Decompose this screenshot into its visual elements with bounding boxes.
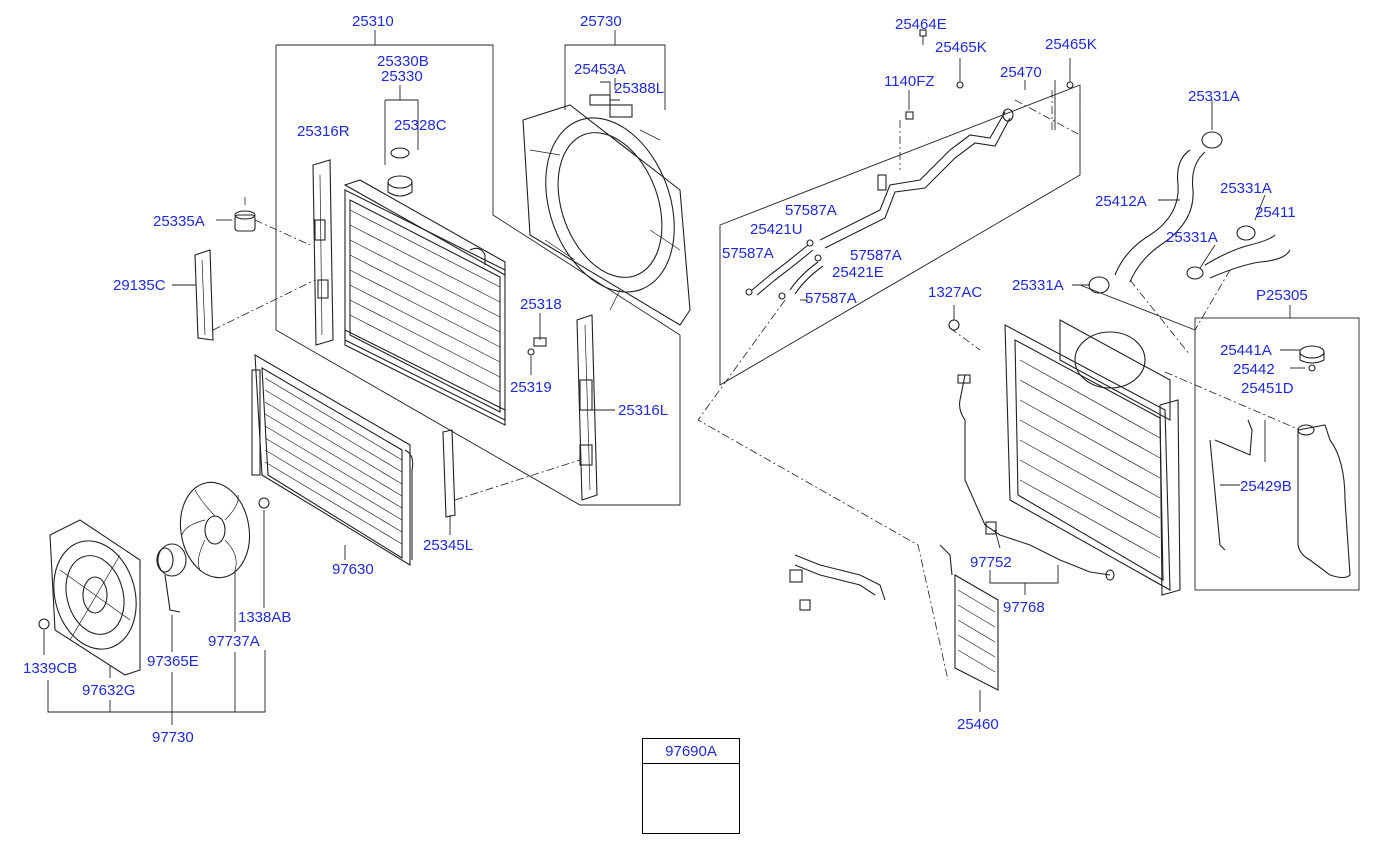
radiator-hoses-drawing — [1088, 131, 1291, 294]
hose-assy-25470-drawing — [819, 108, 1014, 249]
nut-1338ab-drawing — [258, 497, 270, 608]
label-57587a-3[interactable]: 57587A — [850, 247, 902, 264]
label-25316l[interactable]: 25316L — [618, 402, 669, 419]
label-25331a-1[interactable]: 25331A — [1188, 88, 1240, 105]
part-25335a-drawing — [234, 195, 311, 246]
bracket-97730 — [47, 650, 266, 725]
drain-plug-drawing — [527, 313, 547, 375]
pipe-lower-drawing — [789, 554, 886, 611]
part-25345l-drawing — [442, 429, 581, 535]
label-25464e[interactable]: 25464E — [895, 16, 947, 33]
reference-box-97690a[interactable]: 97690A — [642, 738, 740, 834]
label-25331a-4[interactable]: 25331A — [1012, 277, 1064, 294]
radiator-assembly-drawing — [1004, 319, 1181, 596]
label-29135c[interactable]: 29135C — [113, 277, 166, 294]
label-25441a[interactable]: 25441A — [1220, 342, 1272, 359]
label-1339cb[interactable]: 1339CB — [23, 660, 78, 677]
label-25316r[interactable]: 25316R — [297, 123, 350, 140]
label-25319[interactable]: 25319 — [510, 379, 552, 396]
label-97365e[interactable]: 97365E — [147, 653, 199, 670]
label-97737a[interactable]: 97737A — [208, 633, 260, 650]
label-25331a-3[interactable]: 25331A — [1166, 229, 1218, 246]
label-25345l[interactable]: 25345L — [423, 537, 474, 554]
label-25730[interactable]: 25730 — [580, 13, 622, 30]
label-25328c[interactable]: 25328C — [394, 117, 447, 134]
label-p25305[interactable]: P25305 — [1256, 287, 1308, 304]
label-1338ab[interactable]: 1338AB — [238, 609, 292, 626]
label-25310[interactable]: 25310 — [352, 13, 394, 30]
radiator-drawing — [343, 179, 506, 426]
label-25470[interactable]: 25470 — [1000, 64, 1042, 81]
fan-shroud-drawing — [522, 94, 691, 326]
label-25465k-2[interactable]: 25465K — [1045, 36, 1097, 53]
label-25330b[interactable]: 25330B — [377, 53, 429, 70]
reference-box-label[interactable]: 97690A — [665, 743, 717, 760]
label-1327ac[interactable]: 1327AC — [928, 284, 983, 301]
label-25460[interactable]: 25460 — [957, 716, 999, 733]
fan-blade-drawing — [179, 481, 251, 632]
label-25330[interactable]: 25330 — [381, 68, 423, 85]
label-25429b[interactable]: 25429B — [1240, 478, 1292, 495]
bracket-25316l-drawing — [576, 314, 615, 501]
label-25442[interactable]: 25442 — [1233, 361, 1275, 378]
fan-shroud-97632g-drawing — [49, 519, 141, 678]
condenser-drawing — [251, 354, 414, 566]
label-57587a-4[interactable]: 57587A — [805, 290, 857, 307]
label-25451d[interactable]: 25451D — [1241, 380, 1294, 397]
label-57587a-2[interactable]: 57587A — [722, 245, 774, 262]
label-97630[interactable]: 97630 — [332, 561, 374, 578]
bracket-25470 — [719, 80, 1081, 386]
ac-line-drawing — [957, 374, 1115, 581]
oil-cooler-drawing — [939, 544, 999, 712]
reference-box-header: 97690A — [643, 739, 739, 764]
leader-lines — [172, 100, 1305, 549]
bracket-p25305 — [1194, 305, 1360, 591]
label-97632g[interactable]: 97632G — [82, 682, 136, 699]
label-97730[interactable]: 97730 — [152, 729, 194, 746]
bracket-25316r-drawing — [312, 159, 334, 346]
bracket-97768 — [989, 565, 1059, 595]
bracket-25310 — [275, 30, 681, 506]
label-25421u[interactable]: 25421U — [750, 221, 803, 238]
bolt-1339cb-drawing — [38, 618, 50, 655]
cap-25330-leader — [384, 85, 419, 197]
label-25335a[interactable]: 25335A — [153, 213, 205, 230]
clip-hardware-drawing — [905, 29, 1074, 120]
hoses-25421-drawing — [745, 239, 824, 300]
label-97752[interactable]: 97752 — [970, 554, 1012, 571]
label-25465k-1[interactable]: 25465K — [935, 39, 987, 56]
label-25412a[interactable]: 25412A — [1095, 193, 1147, 210]
fan-motor-drawing — [156, 543, 187, 652]
label-1140fz[interactable]: 1140FZ — [884, 73, 935, 90]
bracket-25730 — [564, 30, 666, 110]
label-25388l[interactable]: 25388L — [614, 80, 665, 97]
part-29135c-drawing — [194, 249, 316, 341]
label-97768[interactable]: 97768 — [1003, 599, 1045, 616]
label-25331a-2[interactable]: 25331A — [1220, 180, 1272, 197]
dashed-connectors — [697, 90, 1081, 681]
label-25453a[interactable]: 25453A — [574, 61, 626, 78]
label-25318[interactable]: 25318 — [520, 296, 562, 313]
label-25411[interactable]: 25411 — [1255, 204, 1296, 221]
label-25421e[interactable]: 25421E — [832, 264, 884, 281]
label-57587a-1[interactable]: 57587A — [785, 202, 837, 219]
